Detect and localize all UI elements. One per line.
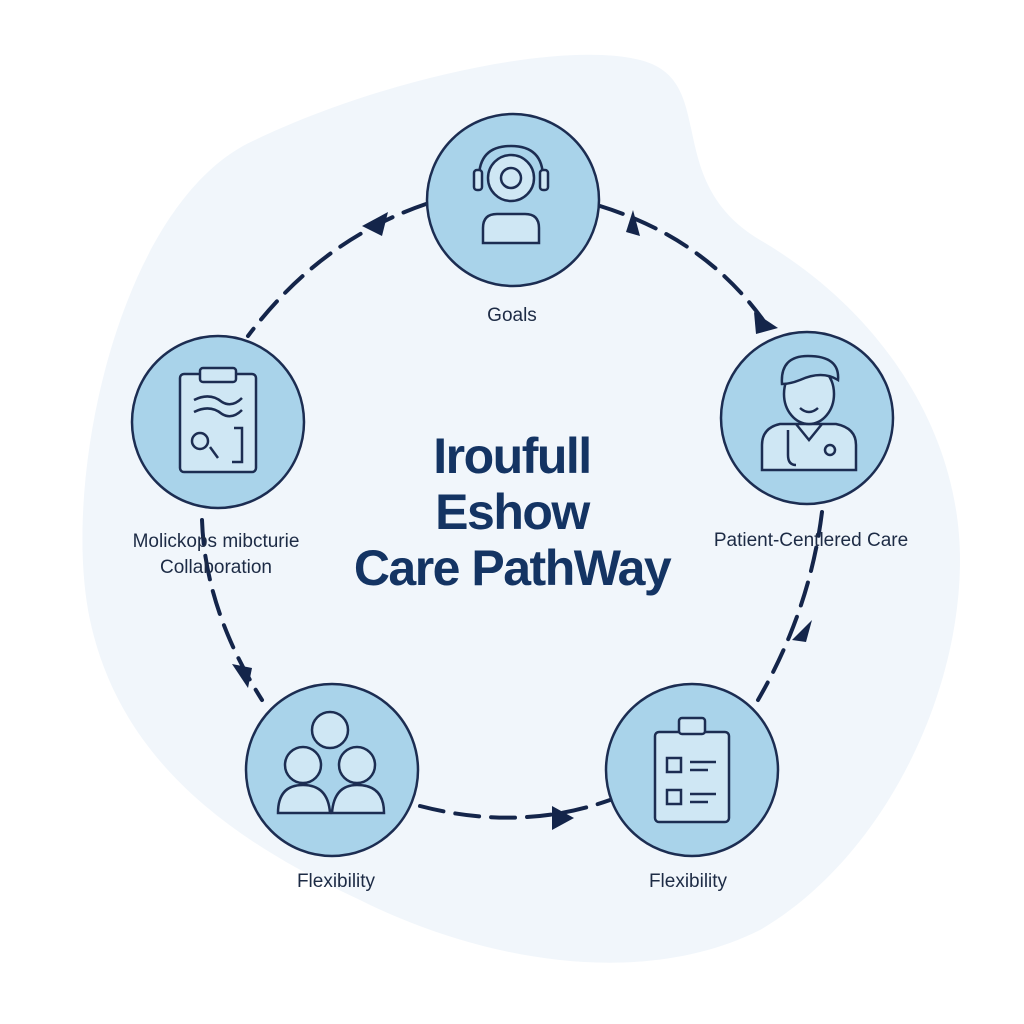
- node-label-top: Goals: [487, 305, 537, 326]
- diagram-title: Iroufull Eshow Care PathWay: [312, 428, 712, 596]
- arrow-bottom-left-to-bottom-right: [418, 798, 612, 820]
- node-label-bottom-right: Flexibility: [648, 871, 728, 892]
- arrowhead-top-left: [362, 212, 388, 236]
- node-label-left-line1: Molickops mibcturie: [132, 531, 300, 552]
- person-headset-icon: [472, 144, 550, 245]
- arrowhead-top-right: [626, 210, 640, 236]
- title-line-1: Iroufull: [433, 428, 592, 484]
- arrow-right-to-bottom-right: [756, 510, 824, 702]
- arrowhead-right-upper: [754, 312, 778, 334]
- arrow-top-to-left: [246, 202, 428, 338]
- title-line-2: Eshow: [435, 484, 590, 540]
- title-line-3: Care PathWay: [353, 540, 672, 596]
- team-icon: [276, 710, 386, 815]
- node-label-left: Molickops mibcturie Collaboration: [98, 529, 334, 581]
- node-label-right: Patient-Centlered Care: [713, 530, 909, 551]
- doctor-icon: [760, 354, 858, 472]
- arrowhead-right-lower: [792, 620, 812, 642]
- arrow-top-to-right: [598, 204, 772, 332]
- arrowhead-left-lower: [232, 664, 252, 688]
- node-label-left-line2: Collaboration: [160, 557, 272, 578]
- node-label-bottom-left: Flexibility: [296, 871, 376, 892]
- checklist-clipboard-icon: [653, 716, 731, 824]
- node-circle-bottom-left: [244, 682, 420, 858]
- arrowhead-bottom-middle: [552, 806, 574, 830]
- clipboard-chart-icon: [178, 366, 258, 474]
- arrowheads: [232, 210, 812, 830]
